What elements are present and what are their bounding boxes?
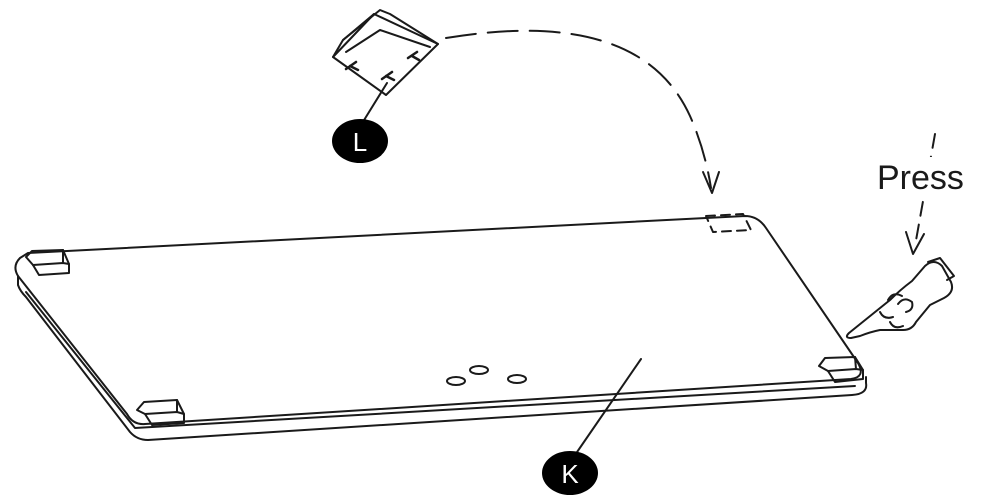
- foot-pad-top-left: [25, 249, 70, 276]
- callout-k: K: [542, 451, 598, 495]
- foot-pad-bottom-right: [818, 356, 864, 383]
- press-label: Press: [877, 159, 964, 197]
- panel-holes: [446, 365, 527, 386]
- pad-target-outline: [705, 213, 752, 233]
- callout-leader-k: [574, 358, 642, 456]
- foot-pad-bottom-left: [136, 399, 185, 426]
- callout-l: L: [332, 119, 388, 163]
- dashed-arrow-icon: [445, 29, 720, 194]
- callout-leader-l: [360, 82, 388, 126]
- adhesive-pad-l: [332, 9, 439, 96]
- pointing-hand-icon: [845, 257, 955, 339]
- panel-k: [14, 215, 868, 441]
- callout-l-label: L: [353, 127, 367, 157]
- callout-k-label: K: [561, 459, 579, 489]
